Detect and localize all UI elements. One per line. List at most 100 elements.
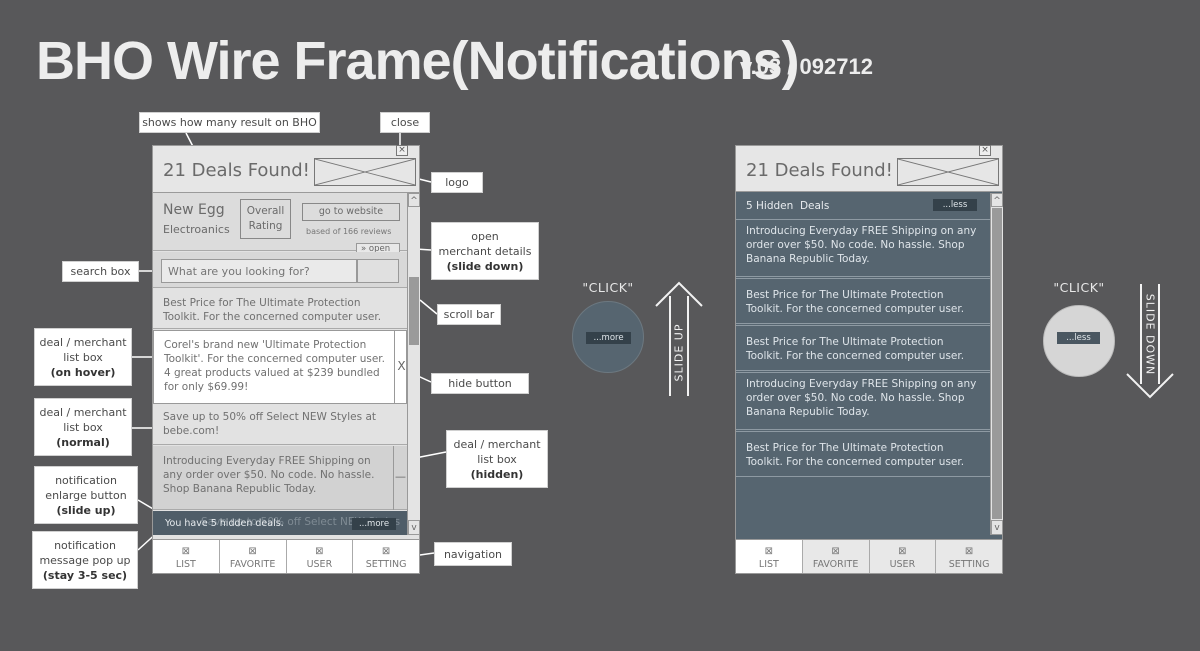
close-icon[interactable]: ×: [396, 145, 408, 156]
deal-text-hover: Corel's brand new 'Ultimate Protection T…: [164, 339, 385, 393]
hidden-deals-header: 5 Hidden Deals ...less: [736, 192, 990, 218]
rating-line2: Rating: [248, 220, 283, 232]
overall-rating: Overall Rating: [240, 199, 291, 239]
scroll-down-button[interactable]: v: [408, 520, 420, 535]
deal-list-item[interactable]: Best Price for The Ultimate Protection T…: [153, 289, 407, 329]
page-title: BHO Wire Frame(Notifications): [36, 31, 800, 91]
search-input[interactable]: [161, 259, 357, 283]
logo-placeholder: [314, 158, 416, 186]
scrollbar[interactable]: ^ v: [407, 193, 420, 535]
nav-label-user: USER: [306, 559, 333, 570]
more-button-magnified[interactable]: ...more: [586, 332, 631, 344]
deals-found-count-right: 21 Deals Found!: [746, 160, 893, 181]
click-label-left: "CLICK": [582, 280, 634, 295]
deal-list-item-normal[interactable]: Save up to 50% off Select NEW Styles at …: [153, 405, 407, 445]
hidden-indicator-icon: —: [393, 446, 407, 510]
setting-icon: ⊠: [381, 546, 391, 557]
callout-results: shows how many result on BHO: [139, 112, 320, 133]
callout-search: search box: [62, 261, 139, 282]
nav-item-list[interactable]: ⊠ LIST: [736, 540, 803, 573]
callout-normal-line3: (normal): [56, 435, 110, 449]
close-icon-right[interactable]: ×: [979, 145, 991, 156]
search-button[interactable]: [357, 259, 399, 283]
slide-up-label: SLIDE UP: [672, 323, 686, 382]
deal-list-item-hidden[interactable]: Introducing Everyday FREE Shipping on an…: [153, 446, 407, 510]
callout-open-line1: open: [471, 229, 499, 243]
panel-header: 21 Deals Found! ×: [153, 145, 419, 193]
click-label-right: "CLICK": [1053, 280, 1105, 295]
deal-text-hidden: Introducing Everyday FREE Shipping on an…: [163, 455, 375, 495]
nav-label-setting: SETTING: [365, 559, 407, 570]
callout-hidden-line1: deal / merchant: [453, 437, 541, 451]
deals-found-count: 21 Deals Found!: [163, 160, 310, 181]
list-icon: ⊠: [181, 546, 191, 557]
panel-header-right: 21 Deals Found! ×: [736, 145, 1002, 192]
slide-down-label: SLIDE DOWN: [1143, 293, 1157, 376]
hidden-deal-item[interactable]: Best Price for The Ultimate Protection T…: [736, 325, 990, 371]
user-icon: ⊠: [315, 546, 324, 557]
favorite-icon: ⊠: [831, 546, 840, 557]
nav-label-favorite: FAVORITE: [812, 559, 859, 570]
version-label: v.03 / 092712: [740, 54, 873, 79]
reviews-count: based of 166 reviews: [306, 227, 392, 236]
scroll-thumb[interactable]: [409, 277, 419, 345]
bho-panel-left: 21 Deals Found! × New Egg Electroanics O…: [152, 145, 420, 574]
callout-close: close: [380, 112, 430, 133]
hidden-deal-item[interactable]: Introducing Everyday FREE Shipping on an…: [736, 219, 990, 277]
nav-item-user[interactable]: ⊠ USER: [287, 540, 354, 573]
popup-message: You have 5 hidden deals.: [165, 518, 284, 529]
bottom-navigation: ⊠ LIST ⊠FAVORITE ⊠ USER ⊠ SETTING: [153, 539, 419, 573]
deal-list-item-hover[interactable]: Corel's brand new 'Ultimate Protection T…: [153, 330, 407, 404]
rating-line1: Overall: [246, 205, 285, 217]
hidden-deal-item[interactable]: Best Price for The Ultimate Protection T…: [736, 431, 990, 477]
nav-label-setting: SETTING: [948, 559, 990, 570]
nav-item-favorite[interactable]: ⊠FAVORITE: [220, 540, 287, 573]
scrollbar-right[interactable]: ^ v: [990, 193, 1003, 535]
go-to-website-button[interactable]: go to website: [302, 203, 400, 221]
callout-popup-line2: message pop up: [39, 553, 131, 567]
callout-logo: logo: [431, 172, 483, 193]
callout-normal-line1: deal / merchant: [39, 405, 127, 419]
callout-enlarge-line1: notification: [55, 473, 117, 487]
nav-item-user[interactable]: ⊠USER: [869, 540, 937, 573]
callout-open: open merchant details (slide down): [431, 222, 539, 280]
merchant-details: New Egg Electroanics Overall Rating go t…: [153, 193, 407, 255]
bottom-navigation-right: ⊠ LIST ⊠ FAVORITE ⊠USER ⊠ SETTING: [736, 539, 1002, 573]
setting-icon: ⊠: [964, 546, 974, 557]
less-button-magnified[interactable]: ...less: [1057, 332, 1100, 344]
nav-item-favorite[interactable]: ⊠ FAVORITE: [802, 540, 870, 573]
slide-down-arrow: [1126, 284, 1174, 399]
slide-up-arrow: [655, 281, 703, 396]
ghost-deal-text: Save up to 50% off Select NEW Styles: [201, 516, 401, 528]
hidden-deal-item[interactable]: Best Price for The Ultimate Protection T…: [736, 278, 990, 324]
merchant-name: New Egg: [163, 202, 225, 218]
list-icon: ⊠: [764, 546, 774, 557]
notification-popup: Save up to 50% off Select NEW Styles You…: [153, 511, 407, 535]
nav-label-user: USER: [889, 559, 916, 570]
scroll-thumb-right[interactable]: [992, 208, 1002, 519]
nav-item-setting[interactable]: ⊠ SETTING: [936, 540, 1002, 573]
logo-placeholder-right: [897, 158, 999, 186]
chevron-down-icon: »: [361, 244, 367, 254]
callout-navigation: navigation: [434, 542, 512, 566]
callout-scroll: scroll bar: [437, 304, 501, 325]
scroll-down-button-right[interactable]: v: [991, 520, 1003, 535]
nav-label-list: LIST: [758, 559, 779, 570]
nav-item-list[interactable]: ⊠ LIST: [153, 540, 220, 573]
hidden-deal-item[interactable]: Introducing Everyday FREE Shipping on an…: [736, 372, 990, 430]
scroll-up-button-right[interactable]: ^: [991, 193, 1003, 207]
nav-label-list: LIST: [175, 559, 196, 570]
less-button[interactable]: ...less: [933, 199, 977, 211]
scroll-up-button[interactable]: ^: [408, 193, 420, 207]
callout-hidden: deal / merchant list box (hidden): [446, 430, 548, 488]
callout-enlarge-line2: enlarge button: [45, 488, 127, 502]
callout-enlarge-line3: (slide up): [56, 503, 116, 517]
callout-normal-line2: list box: [63, 420, 103, 434]
search-row: [153, 252, 407, 288]
favorite-icon: ⊠: [248, 546, 257, 557]
open-toggle-label: open: [368, 244, 391, 254]
nav-item-setting[interactable]: ⊠ SETTING: [353, 540, 419, 573]
hide-button[interactable]: X: [394, 330, 408, 404]
more-button[interactable]: ...more: [352, 518, 396, 530]
callout-hidden-line2: list box: [477, 452, 517, 466]
